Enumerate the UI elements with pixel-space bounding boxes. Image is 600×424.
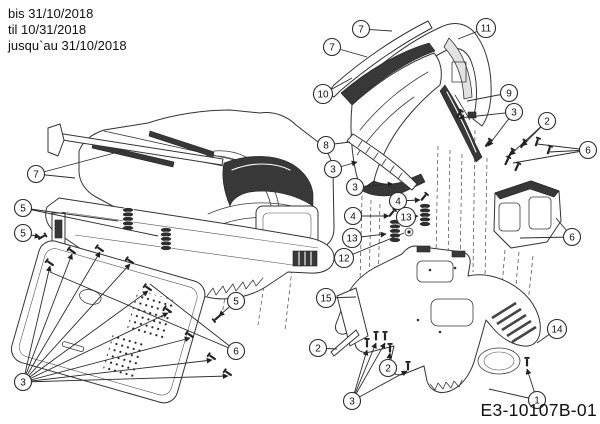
svg-text:3: 3	[511, 108, 517, 119]
seat-spring	[160, 227, 172, 251]
validity-note-fr: jusqu`au 31/10/2018	[8, 38, 127, 53]
callout-10: 10	[312, 77, 353, 105]
callout-12: 12	[333, 232, 405, 269]
svg-text:6: 6	[585, 146, 591, 157]
callout-11: 11	[457, 17, 497, 40]
seat-spring	[122, 207, 134, 231]
left-assembly	[10, 109, 335, 404]
svg-text:8: 8	[323, 141, 329, 152]
svg-text:4: 4	[350, 212, 356, 223]
callout-8: 8	[316, 135, 351, 155]
frame-part	[45, 197, 335, 300]
svg-text:2: 2	[315, 344, 321, 355]
callout-6: 6	[519, 217, 582, 247]
callout-2: 2	[509, 111, 557, 156]
callout-9: 9	[466, 83, 519, 103]
validity-note-de: bis 31/10/2018	[8, 6, 94, 21]
side-flap-part	[336, 287, 369, 347]
callout-5: 5	[13, 223, 41, 243]
serrated-strip-part	[346, 133, 418, 191]
svg-text:7: 7	[329, 43, 335, 54]
svg-text:15: 15	[320, 294, 332, 305]
callout-14: 14	[536, 318, 568, 344]
hood-part	[222, 156, 314, 207]
svg-text:12: 12	[338, 254, 350, 265]
right-assembly	[36, 20, 562, 394]
callout-7: 7	[322, 37, 368, 58]
svg-text:5: 5	[20, 229, 26, 240]
callout-5: 5	[218, 291, 246, 317]
svg-text:13: 13	[400, 213, 412, 224]
callout-2: 2	[308, 338, 338, 358]
svg-text:11: 11	[481, 24, 492, 35]
svg-text:3: 3	[352, 183, 358, 194]
svg-text:1: 1	[534, 396, 540, 407]
spring-part	[419, 203, 431, 227]
callout-layer: 7 5 5 3 5 6 7 7 11 10 9 3 2 6 8 3 3 4 13 4 13 12 15 2 2 3 14 6 1	[13, 17, 598, 411]
svg-text:2: 2	[385, 364, 391, 375]
validity-note-en: til 10/31/2018	[8, 22, 87, 37]
svg-text:10: 10	[317, 90, 329, 101]
svg-text:13: 13	[346, 234, 358, 245]
callout-2: 2	[378, 352, 398, 378]
validity-notes: bis 31/10/2018 til 10/31/2018 jusqu`au 3…	[8, 6, 127, 54]
svg-text:7: 7	[33, 170, 39, 181]
callout-3: 3	[345, 177, 394, 197]
top-trim-strip-part	[326, 20, 433, 98]
callout-6: 6	[512, 140, 598, 164]
svg-text:3: 3	[330, 165, 336, 176]
callout-7: 7	[26, 150, 123, 184]
svg-text:9: 9	[506, 89, 512, 100]
side-panel-part	[10, 240, 206, 404]
callout-5: 5	[13, 198, 159, 237]
callout-3: 3	[13, 251, 229, 392]
console-part	[493, 180, 562, 249]
callout-4: 4	[343, 206, 390, 226]
callout-3: 3	[458, 102, 524, 147]
svg-text:3: 3	[20, 378, 26, 389]
diagram-code-label: E3-10107B-01	[480, 400, 597, 420]
grommet-part	[404, 227, 414, 237]
callout-4: 4	[388, 191, 421, 211]
svg-text:6: 6	[569, 233, 575, 244]
lower-fender-part	[335, 245, 541, 394]
svg-text:4: 4	[395, 197, 401, 208]
svg-text:7: 7	[358, 25, 364, 36]
callout-6: 6	[49, 271, 246, 361]
svg-text:5: 5	[20, 204, 26, 215]
callout-13: 13	[341, 227, 387, 249]
thin-strip-part	[330, 329, 360, 357]
callout-1: 1	[488, 368, 547, 410]
callout-13: 13	[395, 206, 419, 228]
svg-text:14: 14	[551, 325, 563, 336]
callout-7: 7	[351, 19, 393, 39]
callout-15: 15	[315, 287, 357, 309]
svg-text:5: 5	[233, 297, 239, 308]
svg-text:3: 3	[349, 397, 355, 408]
callout-3: 3	[342, 342, 408, 411]
svg-text:6: 6	[233, 347, 239, 358]
callout-3: 3	[323, 159, 358, 179]
svg-text:2: 2	[544, 117, 550, 128]
